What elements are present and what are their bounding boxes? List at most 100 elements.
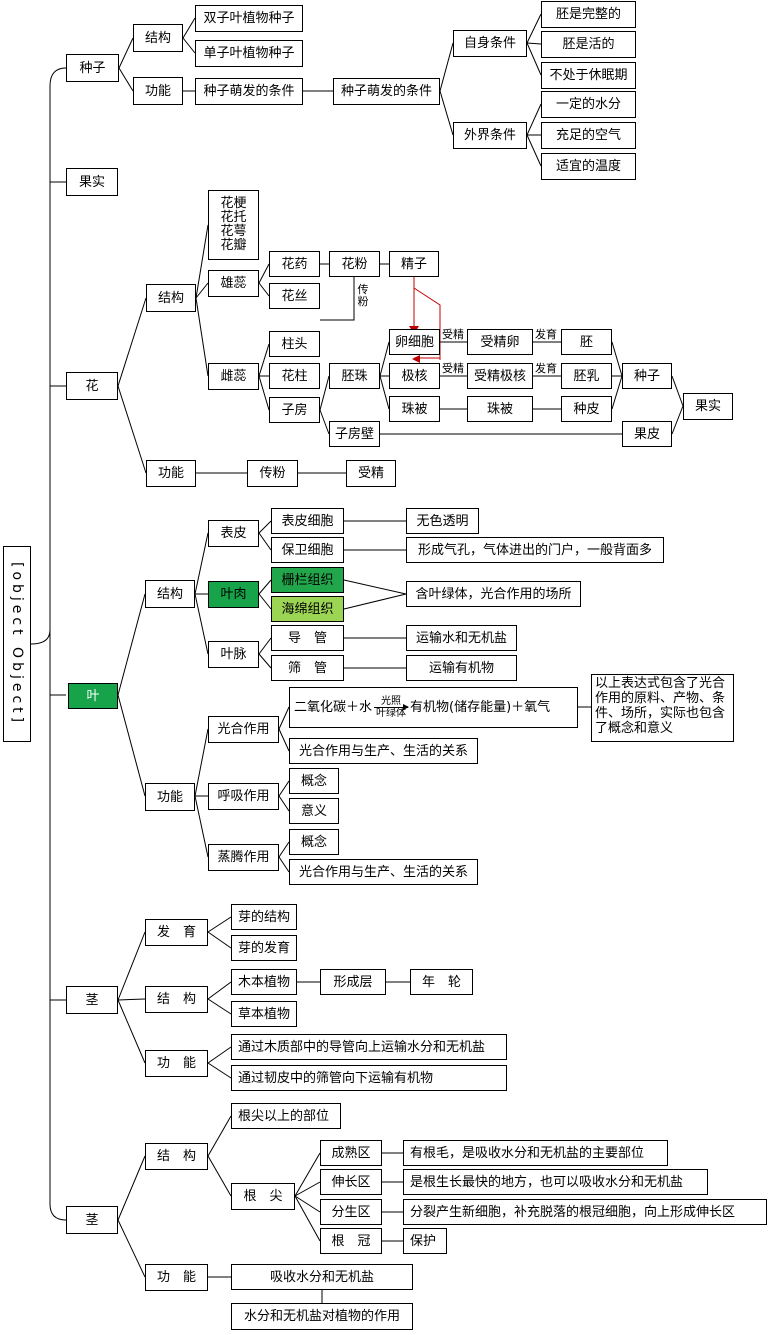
monocot-seed-node: 单子叶植物种子 <box>195 40 303 67</box>
sieve-tube-node: 筛 管 <box>271 655 344 681</box>
stigma-node: 柱头 <box>269 331 320 357</box>
egg-cell-node: 卵细胞 <box>389 329 440 355</box>
meristem-zone-desc: 分裂产生新细胞，补充脱落的根冠细胞，向上形成伸长区 <box>403 1199 767 1225</box>
flower-part-receptacle: 花托 <box>220 210 247 225</box>
epidermis-node: 表皮 <box>208 520 259 547</box>
seed-structure-node: 结构 <box>133 24 183 52</box>
integument-node: 珠被 <box>389 396 440 422</box>
guard-cell-desc: 形成气孔，气体进出的门户，一般背面多 <box>406 537 664 563</box>
pollen-node: 花粉 <box>329 251 380 277</box>
flower-seed-node: 种子 <box>622 363 672 389</box>
embryo-node: 胚 <box>561 329 612 355</box>
elongation-zone-desc: 是根生长最快的地方，也可以吸收水分和无机盐 <box>403 1169 708 1195</box>
dicot-seed-node: 双子叶植物种子 <box>195 5 303 32</box>
elongation-zone-node: 伸长区 <box>320 1169 382 1195</box>
fertilization-label-2: 受精 <box>442 362 464 375</box>
seed-node: 种子 <box>66 54 119 82</box>
external-condition-1: 一定的水分 <box>541 91 636 118</box>
bud-development-node: 芽的发育 <box>231 935 297 961</box>
pollination-node: 传粉 <box>247 460 298 487</box>
sieve-tube-desc: 运输有机物 <box>406 655 517 681</box>
stamen-node: 雄蕊 <box>208 270 259 297</box>
flower-structure-node: 结构 <box>146 284 196 312</box>
development-label-2: 发育 <box>535 362 557 375</box>
root-tip-node: 根 尖 <box>231 1183 295 1210</box>
respiration-concept-node: 概念 <box>289 768 339 794</box>
maturation-zone-desc: 有根毛，是吸收水分和无机盐的主要部位 <box>403 1140 668 1166</box>
formula-products: 有机物(储存能量)＋氧气 <box>410 700 551 715</box>
root-structure-node: 结 构 <box>145 1143 208 1170</box>
leaf-structure-node: 结构 <box>145 580 195 608</box>
mesophyll-desc: 含叶绿体，光合作用的场所 <box>406 581 581 607</box>
vein-node: 叶脉 <box>208 641 259 668</box>
flower-part-petal: 花瓣 <box>220 238 247 253</box>
respiration-node: 呼吸作用 <box>208 783 279 810</box>
maturation-zone-node: 成熟区 <box>320 1140 382 1166</box>
flower-part-sepal: 花萼 <box>220 224 247 239</box>
spongy-tissue-node: 海绵组织 <box>271 596 344 622</box>
leaf-function-node: 功能 <box>145 783 195 811</box>
formula-reactants: 二氧化碳＋水 <box>294 700 373 715</box>
seed-function-node: 功能 <box>133 77 183 105</box>
cambium-node: 形成层 <box>320 969 386 995</box>
water-minerals-role-node: 水分和无机盐对植物的作用 <box>231 1303 413 1330</box>
growth-rings-node: 年 轮 <box>410 969 473 995</box>
internal-condition-1: 胚是完整的 <box>541 1 636 28</box>
integument-node-2: 珠被 <box>467 396 533 422</box>
internal-condition-node: 自身条件 <box>453 30 527 57</box>
photosynthesis-formula: 二氧化碳＋水 光照 叶绿体 有机物(储存能量)＋氧气 <box>289 687 578 728</box>
style-node: 花柱 <box>269 363 320 389</box>
external-condition-node: 外界条件 <box>453 122 527 149</box>
formula-site: 叶绿体 <box>376 708 407 719</box>
transpiration-node: 蒸腾作用 <box>208 844 279 871</box>
formula-note: 以上表达式包含了光合作用的原料、产物、条件、场所，实际也包含了概念和意义 <box>591 674 734 742</box>
photosynthesis-relation-node: 光合作用与生产、生活的关系 <box>289 738 478 764</box>
ovule-node: 胚珠 <box>329 363 380 389</box>
root-function-node: 功 能 <box>145 1264 208 1291</box>
fertilized-polar-node: 受精极核 <box>467 363 533 389</box>
palisade-tissue-node: 栅栏组织 <box>271 567 344 593</box>
vessel-desc: 运输水和无机盐 <box>406 625 517 651</box>
flower-node: 花 <box>66 372 118 400</box>
external-condition-2: 充足的空气 <box>541 122 636 149</box>
fertilization-node: 受精 <box>346 460 396 487</box>
stem-structure-node: 结 构 <box>145 986 208 1013</box>
pollination-label-char-1: 传 <box>357 283 369 296</box>
seed-coat-node: 种皮 <box>561 396 612 422</box>
mesophyll-node: 叶肉 <box>208 581 259 608</box>
pollination-label-char-2: 粉 <box>357 295 369 308</box>
transpiration-concept-node: 概念 <box>289 829 339 855</box>
woody-plant-node: 木本植物 <box>231 969 297 995</box>
photosynthesis-node: 光合作用 <box>208 716 279 743</box>
meristem-zone-node: 分生区 <box>320 1199 382 1225</box>
flower-fruit-node: 果实 <box>683 393 733 420</box>
root-cap-node: 根 冠 <box>320 1228 382 1254</box>
epidermal-cell-desc: 无色透明 <box>406 508 479 534</box>
formula-arrow: 光照 叶绿体 <box>374 696 410 719</box>
development-label-1: 发育 <box>535 328 557 341</box>
ovary-node: 子房 <box>269 397 320 423</box>
root-organ-node: 茎 <box>66 1206 118 1234</box>
stem-function-2: 通过韧皮中的筛管向下运输有机物 <box>231 1065 507 1091</box>
flower-function-node: 功能 <box>146 460 196 487</box>
bud-structure-node: 芽的结构 <box>231 904 297 930</box>
sperm-node: 精子 <box>389 251 439 277</box>
respiration-meaning-node: 意义 <box>289 798 339 824</box>
stem-function-1: 通过木质部中的导管向上运输水分和无机盐 <box>231 1034 507 1060</box>
reaction-arrow-icon <box>374 704 410 710</box>
ovary-wall-node: 子房壁 <box>329 421 380 447</box>
transpiration-relation-node: 光合作用与生产、生活的关系 <box>289 859 478 885</box>
epidermal-cell-node: 表皮细胞 <box>271 508 344 534</box>
germination-condition-node: 种子萌发的条件 <box>195 78 303 105</box>
flower-parts-node: 花梗 花托 花萼 花瓣 <box>208 190 259 260</box>
pericarp-node: 果皮 <box>622 421 672 447</box>
anther-node: 花药 <box>269 251 320 277</box>
vessel-node: 导 管 <box>271 625 344 651</box>
fruit-node: 果实 <box>66 168 118 196</box>
stem-function-node: 功 能 <box>145 1050 208 1077</box>
germination-condition-node-2: 种子萌发的条件 <box>333 78 440 105</box>
formula-condition: 光照 <box>381 696 402 707</box>
fertilization-label-1: 受精 <box>442 328 464 341</box>
